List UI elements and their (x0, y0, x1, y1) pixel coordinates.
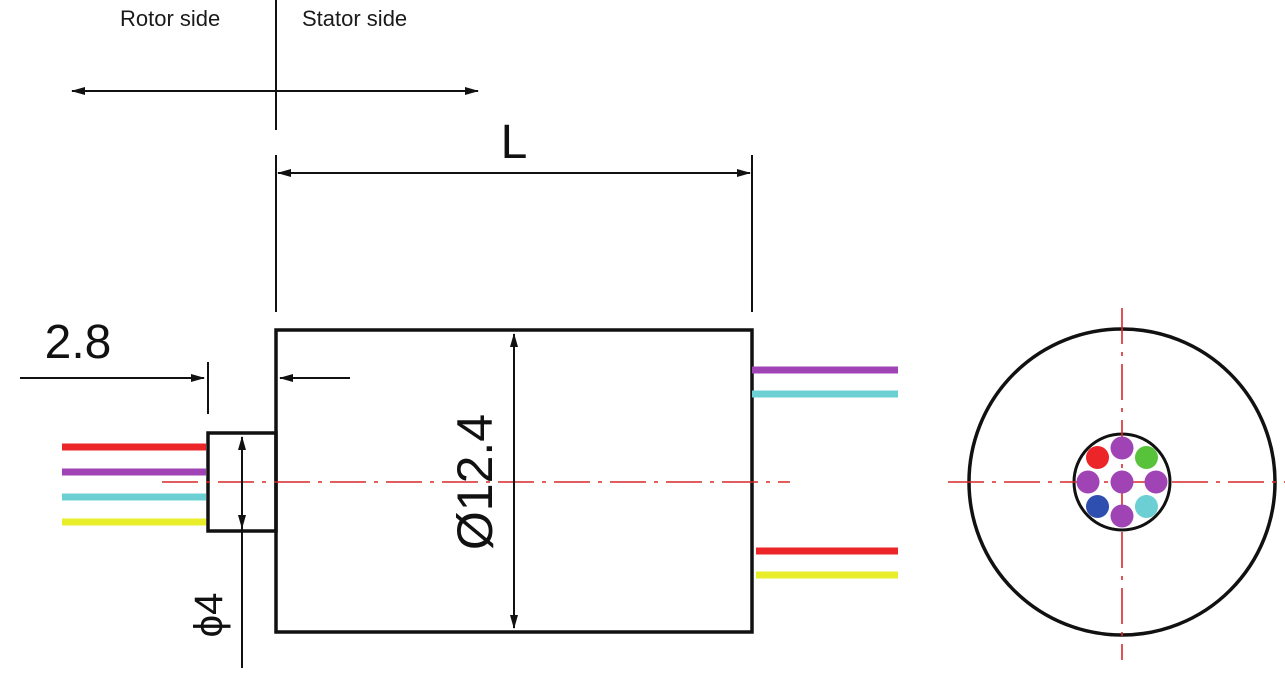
body-diameter-label: Ø12.4 (447, 414, 503, 550)
length-label: L (501, 116, 528, 169)
stator-wires-bottom (756, 547, 898, 579)
end-view-wire-dots (1076, 436, 1168, 528)
end-view-dot-purple (1110, 436, 1134, 460)
end-view-dot-green (1134, 446, 1158, 470)
end-view-dot-cyan (1134, 494, 1158, 518)
end-view-dot-purple (1110, 470, 1134, 494)
end-view-dot-purple (1076, 470, 1100, 494)
shaft-length-dimension: 2.8 (20, 316, 350, 414)
end-view-dot-purple (1110, 504, 1134, 528)
stator-side-label: Stator side (302, 6, 407, 31)
rotor-wires (62, 443, 206, 526)
shaft-diameter-label: ϕ4 (187, 593, 231, 638)
body-diameter-dimension: Ø12.4 (447, 333, 518, 629)
end-view-dot-purple (1144, 470, 1168, 494)
stator-wires-top (752, 366, 898, 398)
rotor-side-label: Rotor side (120, 6, 220, 31)
end-view (948, 308, 1285, 660)
end-view-dot-blue (1086, 494, 1110, 518)
length-dimension: L (275, 116, 753, 312)
end-view-dot-red (1086, 446, 1110, 470)
shaft-length-label: 2.8 (45, 316, 112, 369)
side-indicator: Rotor side Stator side (71, 0, 479, 130)
shaft-diameter-dimension: ϕ4 (187, 436, 246, 668)
